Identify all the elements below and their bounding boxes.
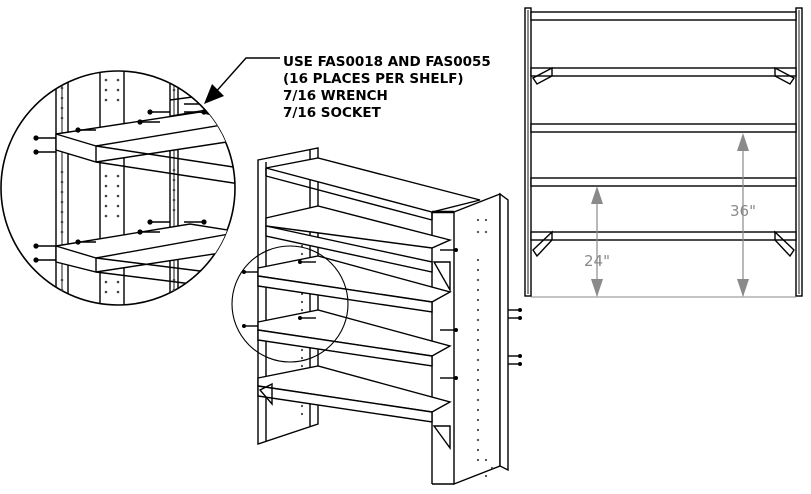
elevation-shelf-2 (530, 123, 797, 133)
elevation-shelf-3 (530, 177, 797, 187)
right-end-panel (431, 192, 509, 486)
isometric-shelving-unit (231, 147, 522, 486)
callout-line-3: 7/16 WRENCH (283, 88, 388, 104)
detail-magnified-view (0, 70, 236, 306)
dimension-36: 36" (730, 133, 756, 297)
elevation-right-upright (795, 7, 803, 297)
elevation-top-rail (530, 11, 797, 21)
elevation-shelf-1 (530, 66, 797, 85)
detail-bolts (33, 101, 207, 263)
dimension-24-label: 24" (584, 252, 610, 270)
detail-left-upright (55, 71, 69, 305)
shelf-3 (257, 309, 452, 367)
callout-line-2: (16 PLACES PER SHELF) (283, 71, 464, 87)
top-rail (265, 157, 481, 221)
shelf-2 (257, 255, 452, 313)
shelf-1 (265, 205, 453, 273)
shelf-4 (257, 365, 452, 423)
fastener-callout: USE FAS0018 AND FAS0055 (16 PLACES PER S… (204, 54, 491, 121)
elevation-left-upright (524, 7, 532, 297)
callout-arrowhead (204, 84, 224, 104)
dimension-36-label: 36" (730, 202, 756, 220)
elevation-shelf-4 (530, 230, 797, 258)
callout-leader-line (213, 57, 280, 95)
front-elevation-view: 24" 36" (524, 7, 803, 298)
detail-upper-shelf (55, 91, 235, 185)
callout-line-4: 7/16 SOCKET (283, 105, 382, 121)
detail-locator-circle (231, 245, 349, 363)
detail-right-upright (99, 71, 179, 305)
callout-line-1: USE FAS0018 AND FAS0055 (283, 54, 491, 70)
shelf-bolts (242, 248, 522, 380)
dimension-24: 24" (584, 186, 610, 297)
right-panel-holes (476, 218, 494, 478)
